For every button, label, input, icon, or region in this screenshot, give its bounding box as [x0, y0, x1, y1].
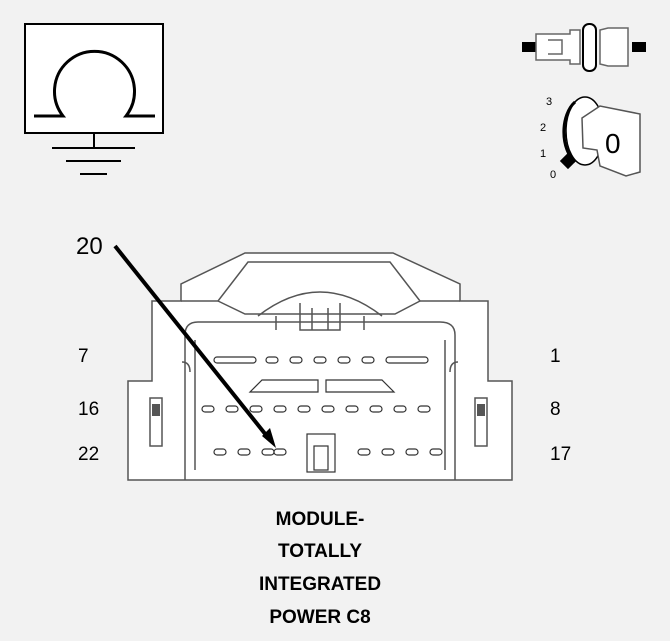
- pin-16-label: 16: [78, 399, 100, 420]
- pin-20-label: 20: [76, 233, 103, 260]
- connector-title-line-1: MODULE-: [275, 509, 365, 530]
- pin-8-label: 8: [550, 399, 561, 420]
- connector-title-line-3: INTEGRATED: [258, 574, 382, 595]
- ignition-key-icon: [559, 96, 641, 177]
- connector-title-line-2: TOTALLY: [277, 541, 363, 562]
- pin-22-label: 22: [78, 444, 100, 465]
- pin-17-label: 17: [550, 444, 572, 465]
- connector-disconnect-icon: [522, 23, 646, 72]
- connector-body: [127, 252, 513, 481]
- pin-7-label: 7: [78, 346, 89, 367]
- ignition-position-2: 2: [540, 122, 547, 134]
- pin-1-label: 1: [550, 346, 561, 367]
- ignition-position-3: 3: [546, 96, 553, 108]
- ohm-ground-icon: [24, 23, 164, 175]
- ignition-position-1: 1: [540, 148, 547, 160]
- ignition-key-label: 0: [605, 128, 621, 159]
- ignition-position-0: 0: [550, 169, 557, 181]
- pin-20-callout-arrow: [113, 244, 276, 448]
- pin-cavities: [201, 356, 443, 473]
- connector-title-line-4: POWER C8: [269, 607, 371, 628]
